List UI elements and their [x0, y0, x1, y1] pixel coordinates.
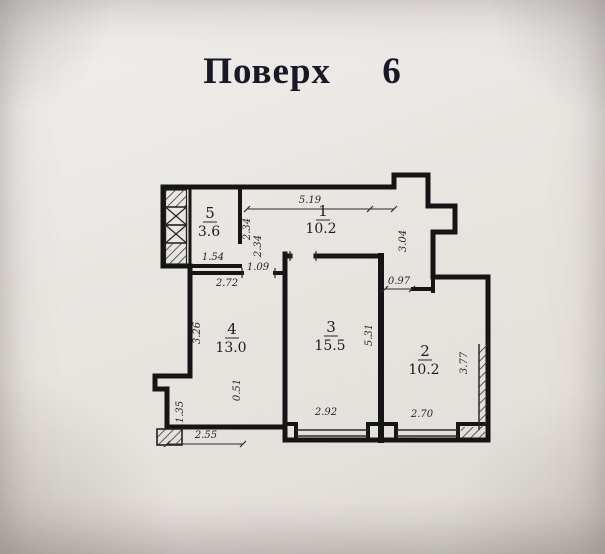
room-3-area: 15.5: [314, 338, 345, 354]
room-5-number: 5: [205, 204, 215, 222]
shaft-x-box-1: [164, 206, 188, 226]
room2-top-wall: [411, 275, 435, 293]
dimension-labels: 5.19 2.34 2.34 1.54 1.09 2.72 3.26 0.51 …: [175, 195, 470, 441]
room4-door-jambs: [241, 268, 276, 278]
dim-hall-right-height: 3.04: [398, 230, 409, 252]
hatched-sections: [156, 189, 487, 446]
outer-wall-path: [152, 172, 491, 443]
dim-ticks-room4-bottom: [163, 440, 247, 448]
room3-door-jambs: [289, 251, 317, 261]
dim-hall-top-width: 5.19: [299, 195, 322, 206]
dim-room5-door-gap: 1.09: [247, 262, 270, 273]
dim-room3-width: 2.92: [314, 407, 337, 418]
dim-room2-width: 2.70: [410, 409, 434, 420]
left-wall-hatch-top: [164, 189, 188, 208]
bottom-right-pier-hatch: [461, 427, 485, 438]
left-wall-hatch-bottom: [164, 242, 188, 265]
windows: [296, 429, 458, 437]
room-3-number: 3: [326, 318, 336, 336]
room-1-area: 10.2: [305, 221, 336, 237]
room-5-area: 3.6: [198, 224, 220, 240]
window-room3: [296, 429, 368, 437]
dim-room2-height: 3.77: [459, 351, 470, 374]
dim-room4-top-width: 2.72: [215, 278, 238, 289]
room-2-number: 2: [420, 342, 430, 360]
dim-room4-niche: 0.51: [232, 379, 243, 401]
dim-room5-width: 1.54: [202, 252, 224, 263]
dim-room3-height: 5.31: [364, 324, 375, 346]
dim-room4-bottom-width: 2.55: [194, 430, 217, 441]
dim-room4-left-height: 3.26: [192, 321, 203, 344]
bottom-left-corner-block: [156, 428, 183, 446]
page-title: Поверх 6: [203, 51, 402, 92]
bottom-piers: [283, 422, 490, 442]
dim-shaft-col-height-a: 2.34: [242, 218, 253, 241]
walls: [152, 172, 491, 443]
room-4-area: 13.0: [215, 340, 246, 356]
dim-left-wall-lower: 1.35: [175, 401, 186, 423]
dim-room2-door-width: 0.97: [388, 276, 411, 287]
room-labels: 1 10.2 5 3.6 3 15.5 4 13.0 2 10.2: [198, 202, 440, 378]
shaft-x-box-2: [164, 224, 188, 244]
room-2-area: 10.2: [408, 362, 439, 378]
dim-shaft-col-height-b: 2.34: [253, 235, 264, 258]
room-1-number: 1: [318, 202, 328, 220]
dim-ticks-top: [243, 205, 398, 213]
dimension-lines: [163, 205, 416, 448]
room-4-number: 4: [227, 320, 237, 338]
right-wall-hatch: [479, 346, 487, 428]
dim-ticks-room2-door: [381, 285, 416, 293]
window-room2: [396, 429, 458, 437]
